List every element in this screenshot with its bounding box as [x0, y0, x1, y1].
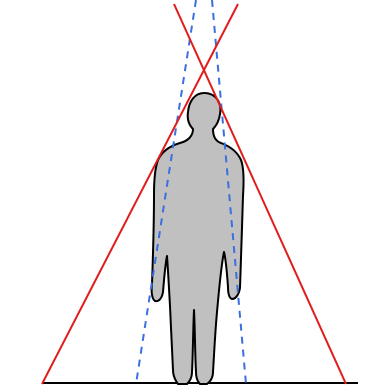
- human-silhouette: [152, 93, 244, 384]
